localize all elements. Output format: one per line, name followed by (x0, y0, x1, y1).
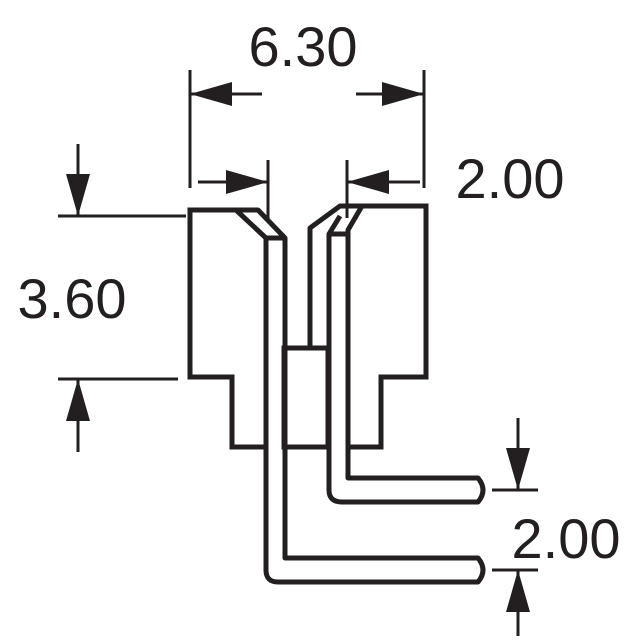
arrow-head (347, 170, 389, 194)
label-height: 3.60 (18, 267, 127, 330)
arrow-head (382, 82, 424, 106)
label-pitch-bottom: 2.00 (512, 507, 621, 570)
label-overall-width: 6.30 (249, 15, 358, 78)
connector-pins (234, 203, 486, 585)
dim-overall-width: 6.30 (188, 15, 426, 188)
arrow-head (506, 448, 530, 490)
arrow-head (506, 570, 530, 612)
pin-right-top (307, 203, 362, 348)
pin-right (326, 204, 486, 505)
housing-right-block (347, 203, 429, 450)
arrow-head (226, 170, 268, 194)
label-pitch-top: 2.00 (456, 147, 565, 210)
dim-pitch-bottom: 2.00 (492, 418, 621, 636)
dim-height: 3.60 (18, 144, 186, 452)
housing-left-block (187, 207, 266, 450)
pin-left (234, 207, 486, 585)
arrow-head (66, 379, 90, 421)
arrow-head (190, 82, 232, 106)
housing-center-post (281, 345, 331, 450)
arrow-head (66, 174, 90, 216)
dim-pitch-top: 2.00 (198, 147, 565, 218)
